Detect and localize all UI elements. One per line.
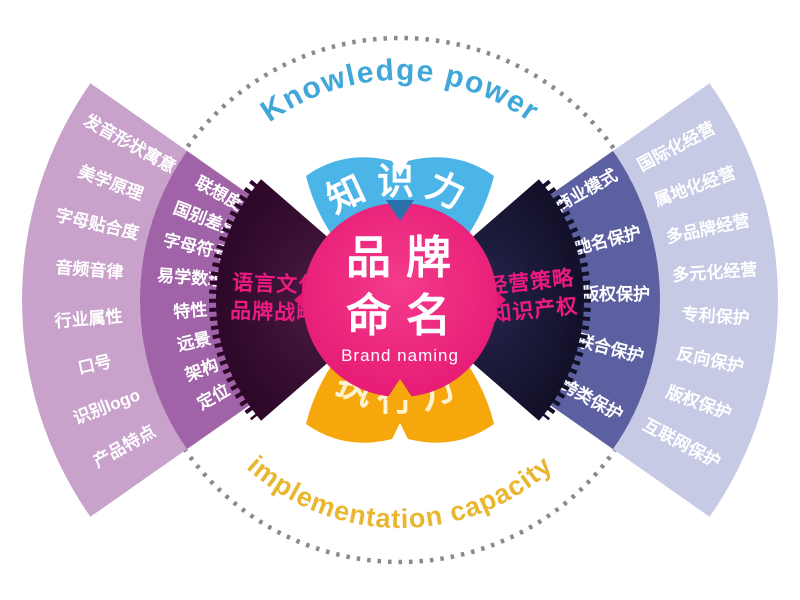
left-middle-ring-shape <box>140 150 251 450</box>
center-top-notch <box>386 200 414 221</box>
center-circle-group: 品牌 命名 Brand naming <box>294 200 506 400</box>
center-bottom-notch <box>386 379 414 400</box>
center-title-line2: 命名 <box>346 290 466 341</box>
center-title-line1: 品牌 <box>346 232 466 283</box>
ring-label: 专利保护 <box>681 304 750 329</box>
knowledge-power-arc-text: Knowledge power <box>255 54 545 129</box>
implementation-capacity-arc-text: implementation capacity <box>242 450 558 534</box>
implementation-capacity-textpath: implementation capacity <box>242 450 557 534</box>
right-outer-ring-shape <box>613 83 778 517</box>
left-sawtooth-edge <box>209 179 258 421</box>
ring-label: 特性 <box>172 299 207 322</box>
knowledge-power-textpath: Knowledge power <box>255 54 544 129</box>
center-subtitle: Brand naming <box>341 346 459 365</box>
right-middle-ring-shape <box>549 150 660 450</box>
center-circle <box>303 203 497 397</box>
ring-label: 版权保护 <box>582 284 650 304</box>
right-sawtooth-edge <box>542 179 591 421</box>
left-outer-ring-shape <box>22 83 187 517</box>
